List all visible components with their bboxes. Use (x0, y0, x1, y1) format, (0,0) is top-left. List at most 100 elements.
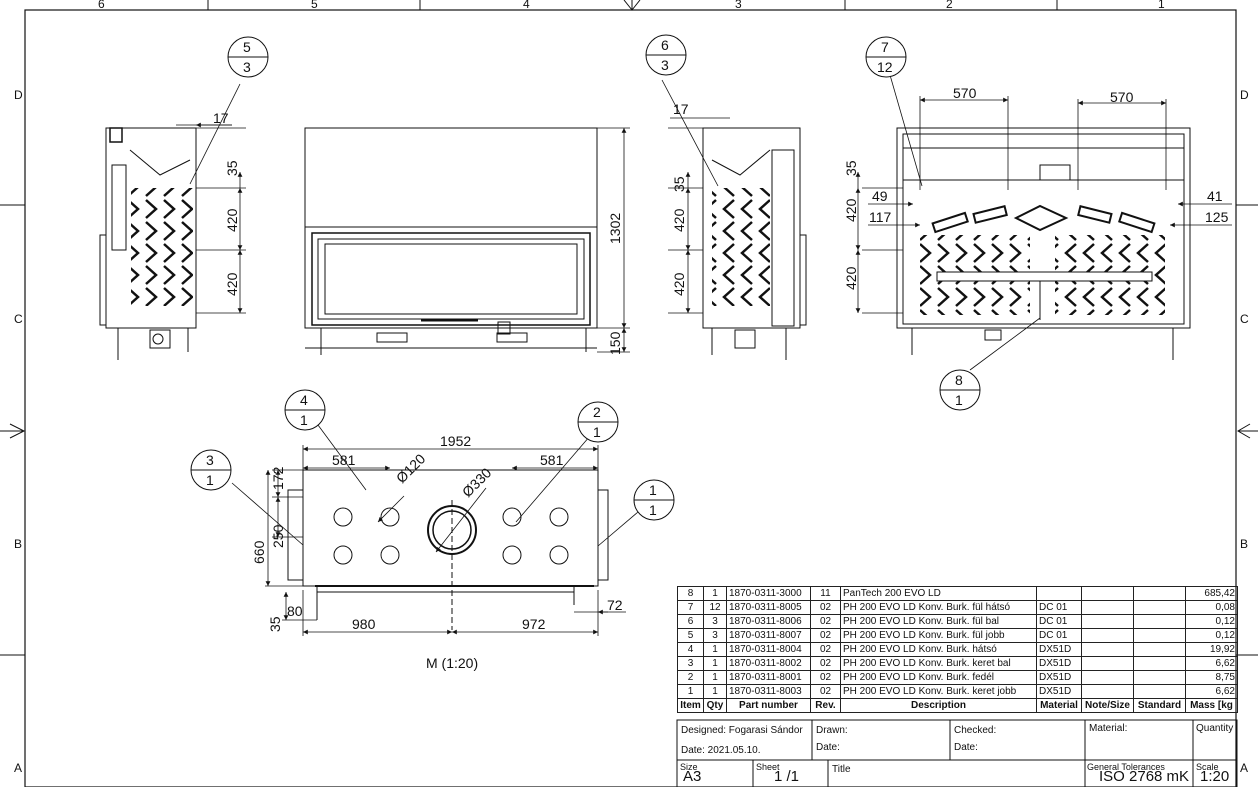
dim-17-left: 17 (213, 110, 229, 126)
top-view-dim-text: 1952 581 581 Ø120 Ø330 172 250 660 80 35… (251, 433, 623, 671)
top-view (287, 469, 609, 630)
dim-80: 80 (287, 603, 303, 619)
dim-35-top: 35 (267, 616, 283, 632)
bom-cell-part: 1870-0311-8002 (726, 656, 811, 671)
bom-header-standard: Standard (1133, 698, 1186, 713)
bom-cell-note (1081, 586, 1134, 601)
bom-cell-rev: 02 (810, 628, 841, 643)
dim-150: 150 (607, 331, 623, 355)
dim-250: 250 (270, 524, 286, 548)
bom-cell-desc: PH 200 EVO LD Konv. Burk. keret jobb (840, 684, 1037, 699)
back-view (896, 127, 1191, 360)
bom-cell-material: DX51D (1036, 642, 1082, 657)
bom-cell-part: 1870-0311-8006 (726, 614, 811, 629)
bom-cell-standard (1133, 614, 1186, 629)
balloon-6-bottom: 3 (661, 57, 669, 73)
zone-top-5: 5 (311, 0, 318, 11)
side-view-right-dims (661, 79, 730, 314)
dim-581-left: 581 (332, 452, 356, 468)
zone-top-2: 2 (946, 0, 953, 11)
dim-35-back: 35 (843, 160, 859, 176)
dim-41: 41 (1207, 188, 1223, 204)
balloon-4-1: 4 1 (284, 389, 326, 431)
title-block-frame (676, 719, 1238, 787)
dim-35-left: 35 (224, 160, 240, 176)
bom-cell-mass: 6,62 (1185, 656, 1238, 671)
bom-cell-desc: PH 200 EVO LD Konv. Burk. hátsó (840, 642, 1037, 657)
balloon-2-bottom: 1 (593, 424, 601, 440)
drawn-by: Drawn: (816, 725, 848, 736)
balloon-6-3: 6 3 (645, 34, 687, 76)
bom-cell-part: 1870-0311-8005 (726, 600, 811, 615)
bom-cell-standard (1133, 684, 1186, 699)
bom-cell-note (1081, 600, 1134, 615)
dim-125: 125 (1205, 209, 1229, 225)
dim-420-back-b: 420 (843, 266, 859, 290)
zone-top-3: 3 (735, 0, 742, 11)
bom-cell-note (1081, 642, 1134, 657)
zone-left-c: C (14, 312, 23, 326)
balloon-7-bottom: 12 (877, 59, 893, 75)
bom-cell-mass: 685,42 (1185, 586, 1238, 601)
bom-header-qty: Qty (703, 698, 727, 713)
bom-cell-standard (1133, 600, 1186, 615)
bom-cell-qty: 1 (703, 586, 727, 601)
bom-cell-note (1081, 628, 1134, 643)
checked-date: Date: (954, 742, 978, 753)
dim-420-right-b: 420 (671, 272, 687, 296)
bom-cell-desc: PH 200 EVO LD Konv. Burk. fül hátsó (840, 600, 1037, 615)
bom-cell-qty: 3 (703, 614, 727, 629)
bom-cell-desc: PH 200 EVO LD Konv. Burk. fül bal (840, 614, 1037, 629)
dim-581-right: 581 (540, 452, 564, 468)
side-view-right-dim-text: 17 35 420 420 (671, 101, 689, 296)
bom-cell-standard (1133, 642, 1186, 657)
balloon-2-top: 2 (593, 404, 601, 420)
dim-660: 660 (251, 540, 267, 564)
balloon-8-bottom: 1 (955, 392, 963, 408)
dim-1302: 1302 (607, 213, 623, 244)
dim-972: 972 (522, 616, 546, 632)
bom-cell-desc: PH 200 EVO LD Konv. Burk. keret bal (840, 656, 1037, 671)
dim-980: 980 (352, 616, 376, 632)
title-label: Title (832, 764, 851, 775)
size-label: Size (680, 762, 698, 772)
balloon-1-bottom: 1 (649, 502, 657, 518)
dim-35-right: 35 (671, 176, 687, 192)
bom-cell-rev: 02 (810, 614, 841, 629)
bom-cell-material (1036, 586, 1082, 601)
dim-d120: Ø120 (393, 450, 429, 486)
bom-cell-rev: 02 (810, 684, 841, 699)
designed-by: Designed: Fogarasi Sándor (681, 725, 803, 736)
dim-1952: 1952 (440, 433, 471, 449)
bom-cell-part: 1870-0311-8001 (726, 670, 811, 685)
bom-cell-rev: 02 (810, 656, 841, 671)
front-view-dims (597, 127, 630, 353)
balloon-3-1: 3 1 (190, 449, 232, 491)
bom-cell-qty: 1 (703, 684, 727, 699)
balloon-5-3: 5 3 (227, 36, 269, 78)
bom-cell-material: DX51D (1036, 670, 1082, 685)
bom-header-row: Item Qty Part number Rev. Description Ma… (677, 698, 1238, 713)
bom-cell-material: DC 01 (1036, 600, 1082, 615)
view-caption: M (1:20) (426, 655, 478, 671)
bom-header-material: Material (1036, 698, 1082, 713)
balloon-5-bottom: 3 (243, 59, 251, 75)
design-date: Date: 2021.05.10. (681, 745, 761, 756)
bom-cell-item: 4 (677, 642, 704, 657)
balloon-7-12: 7 12 (865, 36, 907, 78)
bom-header-desc: Description (840, 698, 1037, 713)
balloon-8-top: 8 (955, 372, 963, 388)
bom-cell-item: 6 (677, 614, 704, 629)
bom-header-note: Note/Size (1081, 698, 1134, 713)
bom-cell-mass: 6,62 (1185, 684, 1238, 699)
bom-cell-material: DX51D (1036, 684, 1082, 699)
balloon-2-1: 2 1 (577, 401, 619, 443)
zone-right-c: C (1240, 312, 1249, 326)
bom-cell-mass: 0,12 (1185, 614, 1238, 629)
tolerance-label: General Tolerances (1087, 762, 1165, 772)
balloon-4-top: 4 (300, 392, 308, 408)
